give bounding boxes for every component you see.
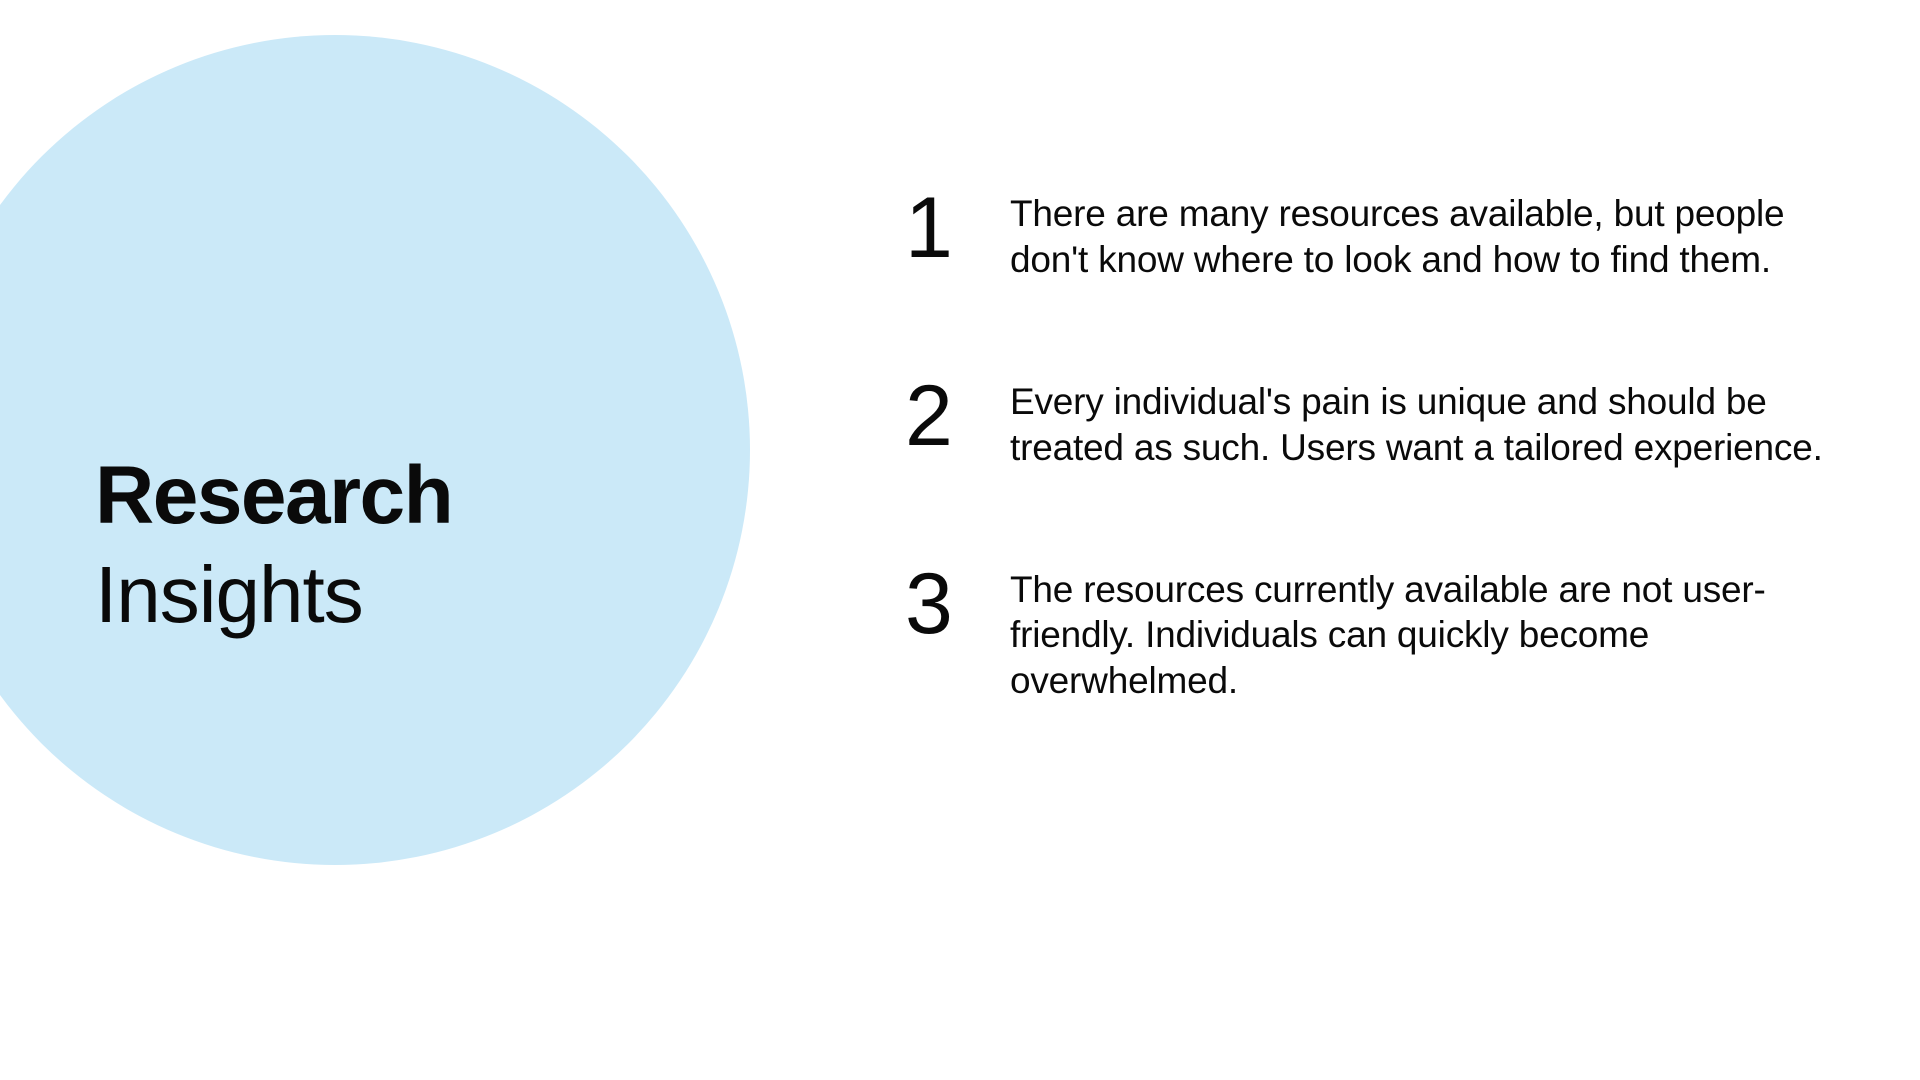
insight-text-3: The resources currently available are no…	[1010, 568, 1766, 702]
insight-number-2: 2	[905, 367, 953, 464]
page-title: Research Insights	[95, 455, 715, 635]
list-item: 2 Every individual's pain is unique and …	[905, 367, 1865, 471]
title-primary: Research	[95, 450, 454, 541]
list-item: 1 There are many resources available, bu…	[905, 180, 1865, 283]
insight-text-1: There are many resources available, but …	[1010, 193, 1785, 280]
insight-number-3: 3	[905, 555, 953, 652]
insight-text-2: Every individual's pain is unique and sh…	[1010, 380, 1823, 468]
decorative-circle	[0, 35, 750, 865]
insight-number-1: 1	[905, 180, 953, 276]
insights-list: 1 There are many resources available, bu…	[905, 180, 1865, 705]
title-secondary: Insights	[95, 550, 364, 639]
list-item: 3 The resources currently available are …	[905, 555, 1865, 705]
